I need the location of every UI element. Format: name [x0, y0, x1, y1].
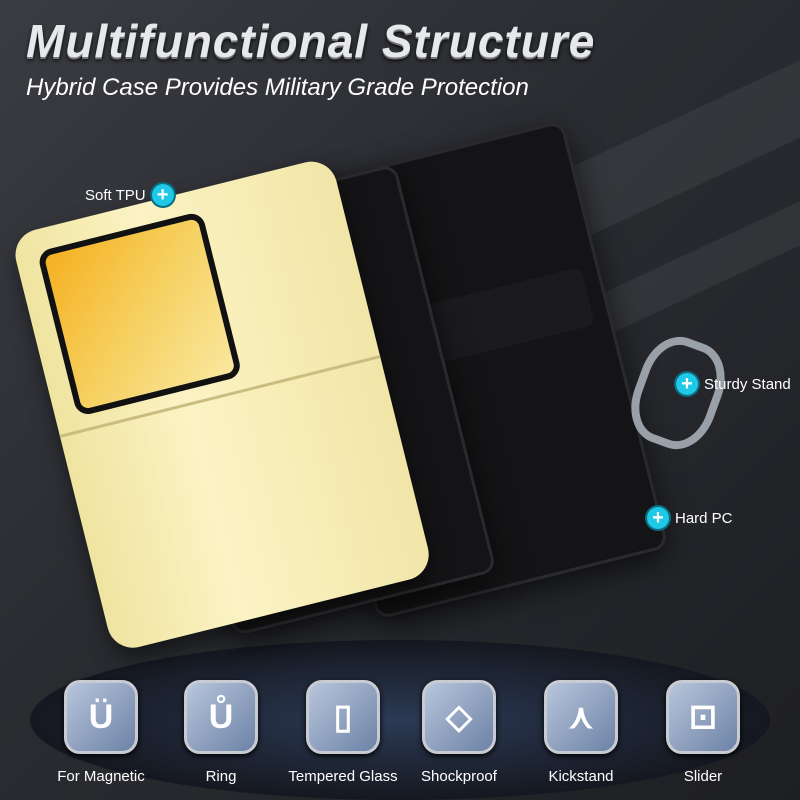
display-stage: [30, 640, 770, 800]
feature-label: Ring: [205, 768, 237, 785]
callout-label: Soft TPU: [85, 186, 146, 204]
feature-tempered-glass: ▯ Tempered Glass: [283, 680, 403, 785]
callout-soft-tpu: Soft TPU +: [85, 184, 174, 206]
plus-icon: +: [647, 507, 669, 529]
phone-cover-screen: [36, 210, 243, 417]
kickstand-icon: ⋏: [544, 680, 618, 754]
callout-hard-pc: + Hard PC: [647, 507, 733, 529]
plus-icon: +: [151, 184, 174, 206]
feature-ring: Ů Ring: [161, 680, 281, 785]
feature-shockproof: ◇ Shockproof: [399, 680, 519, 785]
feature-label: Kickstand: [548, 768, 614, 785]
shockproof-icon: ◇: [422, 680, 496, 754]
callout-sturdy-stand: + Sturdy Stand: [676, 373, 791, 395]
plus-icon: +: [676, 373, 698, 395]
feature-label: For Magnetic: [57, 768, 145, 785]
page-subtitle: Hybrid Case Provides Military Grade Prot…: [26, 74, 529, 101]
feature-magnetic: Ü For Magnetic: [41, 680, 161, 785]
feature-label: Slider: [683, 768, 723, 785]
ring-icon: Ů: [184, 680, 258, 754]
feature-slider: ⊡ Slider: [643, 680, 763, 785]
magnet-icon: Ü: [64, 680, 138, 754]
callout-label: Hard PC: [675, 509, 733, 527]
feature-label: Tempered Glass: [288, 768, 398, 785]
slider-icon: ⊡: [666, 680, 740, 754]
page-title: Multifunctional Structure: [26, 15, 596, 67]
feature-kickstand: ⋏ Kickstand: [521, 680, 641, 785]
callout-label: Sturdy Stand: [704, 375, 791, 393]
tempered-glass-icon: ▯: [306, 680, 380, 754]
feature-label: Shockproof: [421, 768, 497, 785]
